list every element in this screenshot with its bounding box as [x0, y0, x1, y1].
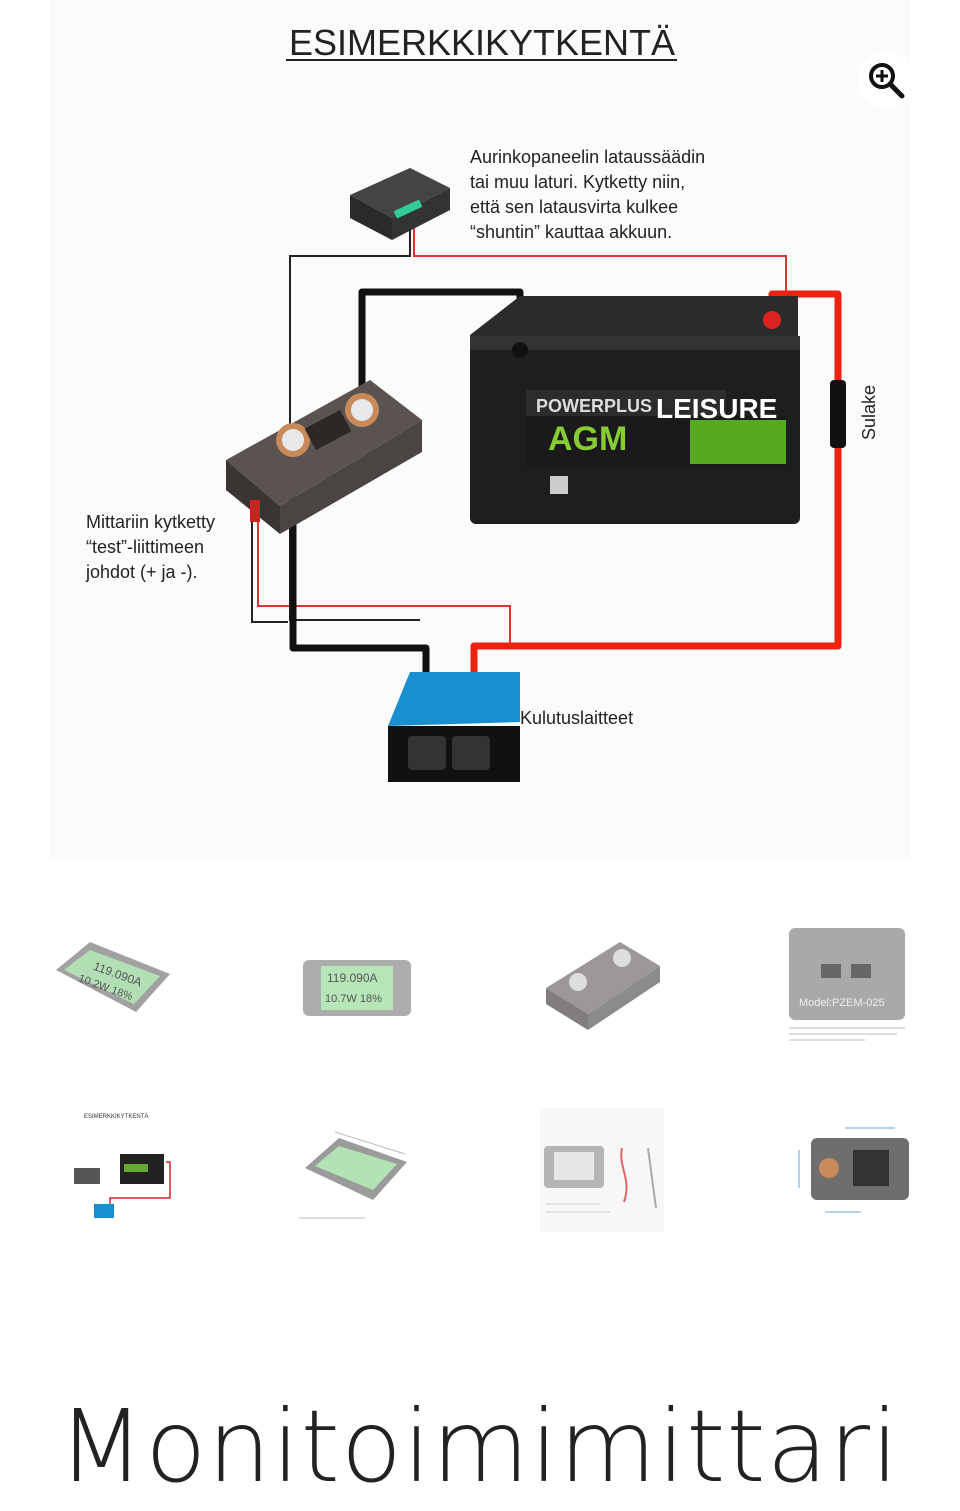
battery-brand: POWERPLUS [536, 396, 652, 416]
thumbnail-shunt-dimensions[interactable] [785, 1108, 909, 1232]
inverter [388, 672, 520, 782]
thumbnail-meter-back[interactable]: Model:PZEM-025 [785, 920, 909, 1044]
wiring-diagram-image: ESIMERKKIKYTKENTÄ Aurinkopaneelin lataus… [85, 22, 879, 782]
svg-text:10.7W 18%: 10.7W 18% [325, 993, 382, 1005]
thumbnail-meter-angle[interactable]: 119.090A 10.2W 18% [50, 920, 174, 1044]
zoom-button[interactable] [858, 52, 914, 108]
product-title: Monitoimimittari [58, 1388, 900, 1505]
shunt-device [226, 380, 422, 534]
fuse [830, 380, 846, 448]
zoom-in-icon [869, 63, 905, 99]
charger-label: Aurinkopaneelin lataussäädin tai muu lat… [470, 147, 710, 242]
fuse-label: Sulake [859, 385, 879, 440]
battery-type: AGM [548, 420, 627, 458]
diagram-title: ESIMERKKIKYTKENTÄ [289, 22, 675, 63]
thumbnail-kit-contents[interactable] [540, 1108, 664, 1232]
main-product-image[interactable]: ESIMERKKIKYTKENTÄ Aurinkopaneelin lataus… [50, 0, 914, 860]
meter-wires-label: Mittariin kytketty “test”-liittimeen joh… [85, 512, 220, 582]
charger-device [350, 168, 450, 240]
thumbnail-meter-front[interactable]: 119.090A 10.7W 18% [295, 920, 419, 1044]
thumbnail-meter-dimensions[interactable] [295, 1108, 419, 1232]
thumbnail-shunt[interactable] [540, 920, 664, 1044]
svg-text:ESIMERKKIKYTKENTÄ: ESIMERKKIKYTKENTÄ [84, 1113, 148, 1120]
load-label: Kulutuslaitteet [520, 708, 633, 728]
battery-series: LEISURE [656, 393, 777, 424]
svg-text:119.090A: 119.090A [327, 971, 378, 985]
battery: POWERPLUS AGM LEISURE [470, 296, 800, 524]
svg-text:Model:PZEM-025: Model:PZEM-025 [799, 997, 885, 1009]
thumbnail-wiring-diagram[interactable]: ESIMERKKIKYTKENTÄ [50, 1108, 174, 1232]
